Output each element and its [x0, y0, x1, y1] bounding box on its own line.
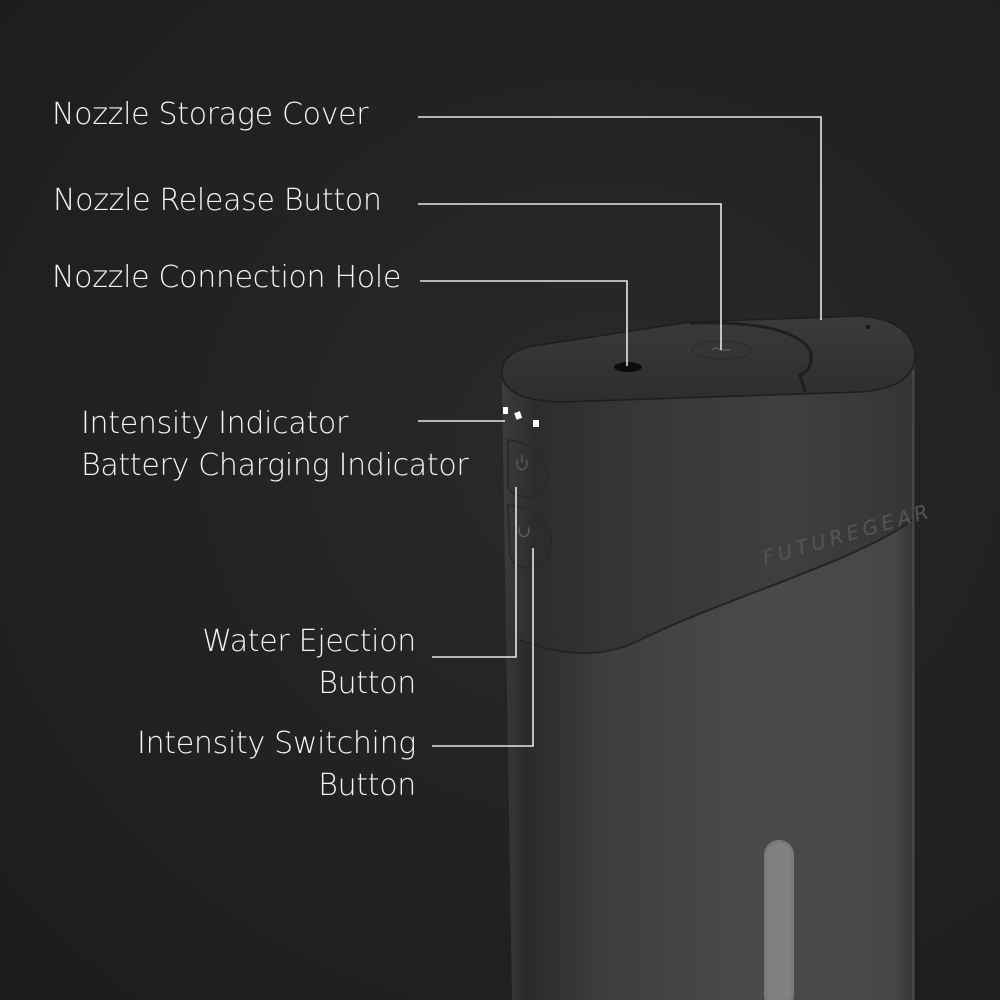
label-nozzle-release-button: Nozzle Release Button	[53, 183, 382, 218]
label-nozzle-storage-cover: Nozzle Storage Cover	[52, 97, 369, 132]
label-intensity-switching-button: Intensity Switching Button	[137, 726, 416, 803]
indicator-led-3	[533, 420, 539, 427]
leader-water-ejection-button	[432, 487, 517, 658]
indicator-led-1	[503, 407, 508, 414]
leader-nozzle-release-button	[418, 203, 722, 350]
label-nozzle-connection-hole: Nozzle Connection Hole	[52, 260, 402, 295]
leader-nozzle-storage-cover	[418, 116, 822, 320]
nozzle-connection-hole	[614, 362, 642, 372]
label-water-ejection-button: Water Ejection Button	[202, 624, 416, 701]
leader-intensity-switching-button	[432, 548, 534, 747]
device-upper-shell	[502, 360, 915, 654]
label-intensity-indicator: Intensity Indicator	[81, 406, 348, 441]
water-ejection-button	[507, 438, 550, 499]
indicator-led-2	[514, 411, 523, 420]
intensity-switching-button	[506, 503, 553, 570]
label-indicators: Intensity Indicator Battery Charging Ind…	[81, 403, 469, 487]
label-battery-charging-indicator: Battery Charging Indicator	[81, 448, 469, 483]
leader-nozzle-connection-hole	[420, 280, 628, 366]
device-top-cap	[501, 315, 916, 403]
